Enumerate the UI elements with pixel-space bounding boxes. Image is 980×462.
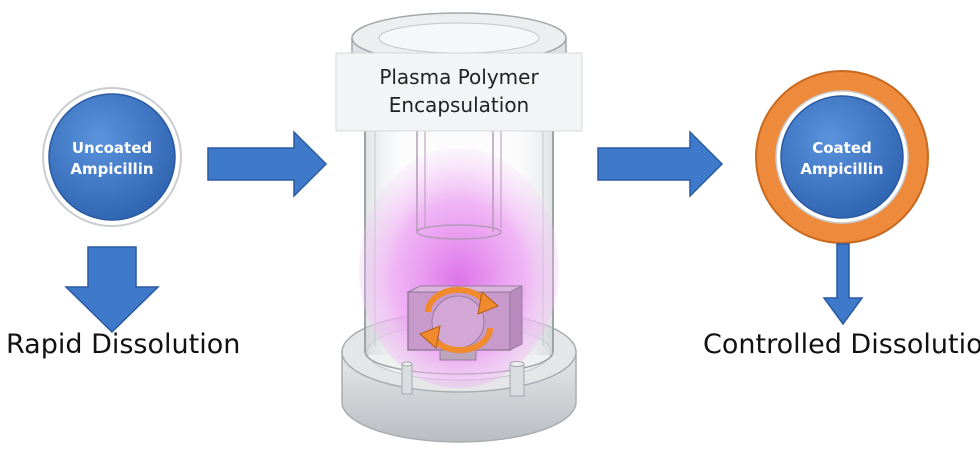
- arrow-from-reactor: [597, 130, 724, 198]
- uncoated-label-line2: Ampicillin: [70, 160, 153, 178]
- arrow-to-reactor: [207, 130, 328, 198]
- rotation-icon: [419, 286, 499, 354]
- coated-label-line2: Ampicillin: [800, 160, 883, 178]
- down-arrow-narrow: [822, 243, 864, 326]
- plasma-label-box: Plasma Polymer Encapsulation: [335, 52, 583, 132]
- coated-ampicillin-circle: Coated Ampicillin: [755, 70, 929, 244]
- plasma-label-line1: Plasma Polymer: [379, 65, 539, 89]
- uncoated-ampicillin-circle: Uncoated Ampicillin: [42, 87, 182, 227]
- uncoated-label-line1: Uncoated: [72, 139, 152, 157]
- coated-label-line1: Coated: [812, 139, 872, 157]
- rapid-dissolution-label: Rapid Dissolution: [6, 329, 240, 360]
- down-arrow-wide: [64, 246, 160, 334]
- plasma-label-line2: Encapsulation: [389, 93, 529, 117]
- controlled-dissolution-label: Controlled Dissolution: [703, 329, 980, 360]
